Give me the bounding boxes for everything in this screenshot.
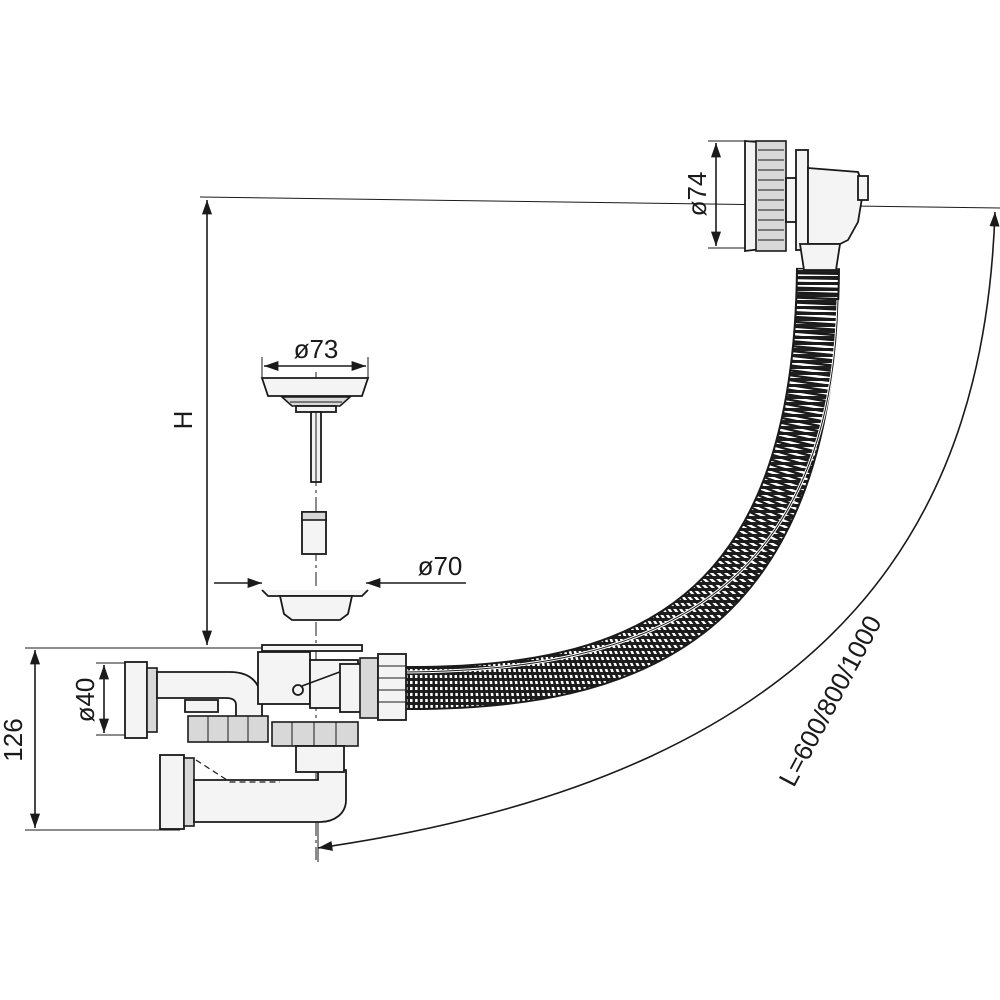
hose-length-dimension: L=600/800/1000: [317, 211, 1000, 862]
strainer-diameter-dimension: ø70: [214, 551, 466, 589]
outlet-diameter-dimension: ø40: [70, 662, 135, 736]
plug-diameter-label: ø73: [294, 334, 339, 364]
outlet-diameter-label: ø40: [70, 678, 100, 723]
strainer-part: [261, 589, 369, 621]
overflow-head: [744, 140, 869, 271]
siphon-body: [124, 644, 407, 830]
trap-height-label: 126: [0, 718, 28, 761]
plug-part: [260, 377, 370, 483]
plug-sleeve: [301, 511, 327, 555]
strainer-diameter-label: ø70: [418, 551, 463, 581]
height-dimension: H: [168, 196, 1000, 645]
corrugated-hose: [399, 267, 840, 711]
overflow-diameter-label: ø74: [682, 172, 712, 217]
plug-diameter-dimension: ø73: [261, 334, 369, 380]
trap-height-dimension: 126: [0, 647, 270, 831]
hose-length-label: L=600/800/1000: [773, 610, 888, 791]
height-label: H: [168, 411, 198, 430]
